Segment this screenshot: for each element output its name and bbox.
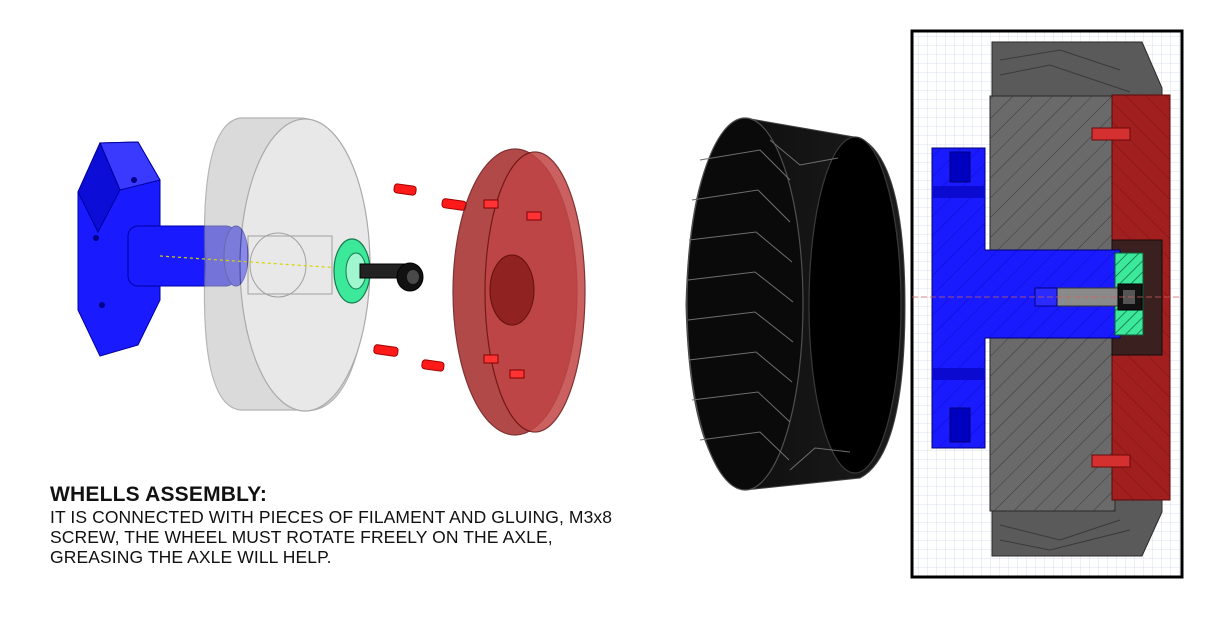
tire-render <box>685 117 906 491</box>
axle-centerline <box>159 255 341 269</box>
caption-title: WHELLS ASSEMBLY: <box>50 483 268 506</box>
section-view <box>910 29 1184 579</box>
screw-part <box>359 262 424 292</box>
exploded-view <box>77 117 586 436</box>
caption-block: WHELLS ASSEMBLY: IT IS CONNECTED WITH PI… <box>50 483 810 567</box>
caption-line-2: SCREW, THE WHEEL MUST ROTATE FREELY ON T… <box>50 527 553 547</box>
caption-line-1: IT IS CONNECTED WITH PIECES OF FILAMENT … <box>50 507 613 527</box>
bearing-part <box>333 238 371 304</box>
caption-line-3: GREASING THE AXLE WILL HELP. <box>50 547 332 567</box>
filament-pins <box>373 183 467 372</box>
rim-cap-part <box>452 148 586 436</box>
